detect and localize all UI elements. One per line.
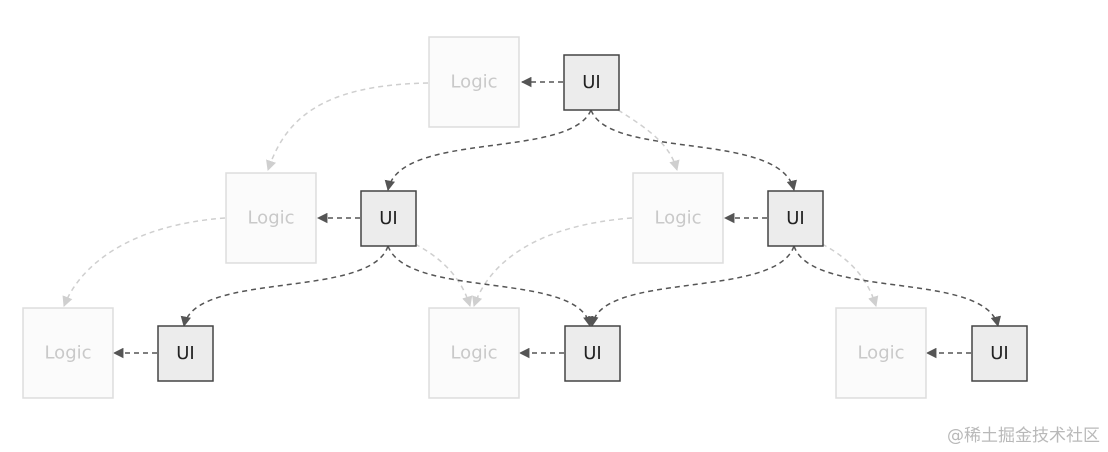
logic-label: Logic (450, 72, 497, 93)
edge-logic-mid-left-to-logic-bottom-left (62, 217, 226, 307)
ui-label: UI (583, 343, 601, 364)
logic-node-bottom-right: Logic (835, 307, 927, 399)
logic-node-bottom-center: Logic (428, 307, 520, 399)
ui-node-bottom-right: UI (971, 325, 1028, 382)
edge-ui-mid-left-to-ui-bottom-left (180, 245, 389, 328)
logic-node-root: Logic (428, 36, 520, 128)
ui-node-bottom-center: UI (564, 325, 621, 382)
watermark: @稀土掘金技术社区 (947, 426, 1100, 446)
logic-label: Logic (857, 343, 904, 364)
logic-edges (62, 82, 879, 308)
ui-edges (112, 76, 1001, 359)
ui-label: UI (176, 343, 194, 364)
edge-ui-mid-left-to-logic-bottom-center (414, 243, 473, 308)
edge-logic-mid-right-to-logic-bottom-center (472, 217, 633, 307)
ui-nodes: UI UI UI UI UI UI (157, 54, 1028, 382)
ui-label: UI (786, 208, 804, 229)
ui-node-mid-right: UI (767, 190, 824, 247)
logic-label: Logic (247, 208, 294, 229)
edge-logic-root-to-logic-mid-left (266, 82, 429, 171)
ui-node-mid-left: UI (360, 190, 417, 247)
logic-node-bottom-left: Logic (22, 307, 114, 399)
ui-label: UI (990, 343, 1008, 364)
edge-ui-mid-right-to-ui-bottom-center (588, 245, 795, 328)
ui-node-root: UI (563, 54, 620, 111)
logic-label: Logic (450, 343, 497, 364)
logic-node-mid-left: Logic (225, 172, 317, 264)
edge-ui-root-to-ui-mid-left (384, 109, 592, 192)
logic-label: Logic (654, 208, 701, 229)
logic-nodes: Logic Logic Logic Logic Logic Logic (22, 36, 927, 399)
ui-label: UI (379, 208, 397, 229)
edge-ui-root-to-ui-mid-right (590, 109, 797, 192)
ui-label: UI (582, 72, 600, 93)
edge-ui-mid-right-to-ui-bottom-right (793, 245, 1001, 328)
ui-node-bottom-left: UI (157, 325, 214, 382)
logic-node-mid-right: Logic (632, 172, 724, 264)
logic-label: Logic (44, 343, 91, 364)
edge-ui-root-to-logic-mid-right (617, 109, 680, 172)
edge-ui-mid-right-to-logic-bottom-right (821, 243, 879, 308)
